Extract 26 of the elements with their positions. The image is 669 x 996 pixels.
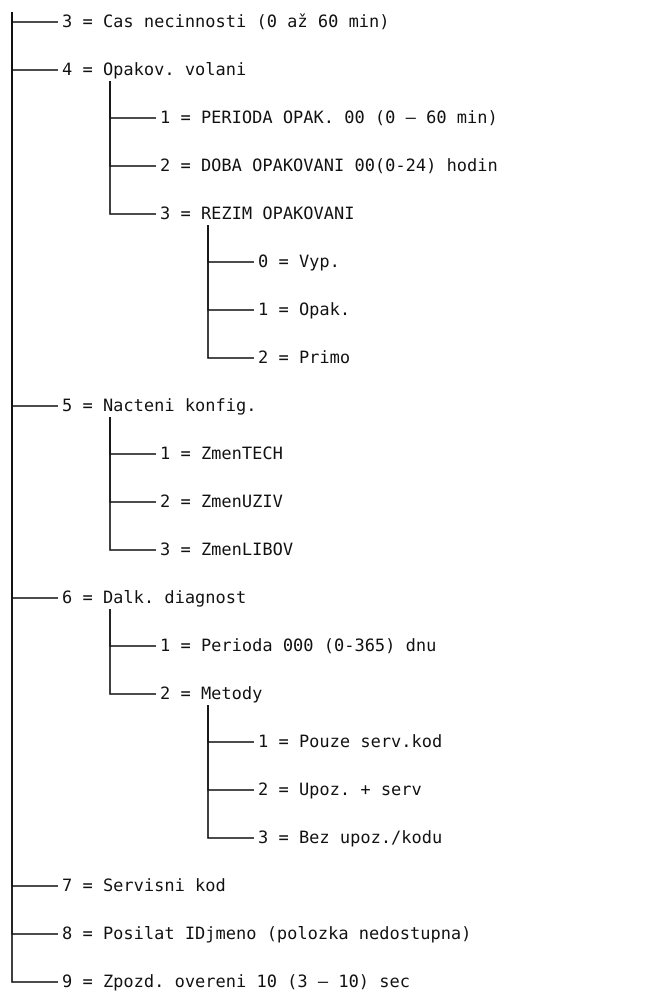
menu-item: 4 = Opakov. volani bbox=[58, 59, 246, 81]
menu-item: 3 = Cas necinnosti (0 až 60 min) bbox=[58, 11, 390, 33]
menu-item: 8 = Posilat IDjmeno (polozka nedostupna) bbox=[58, 923, 472, 945]
menu-item: 2 = Upoz. + serv bbox=[254, 779, 422, 801]
menu-item: 6 = Dalk. diagnost bbox=[58, 587, 246, 609]
menu-item: 2 = ZmenUZIV bbox=[156, 491, 283, 513]
menu-item: 3 = Bez upoz./kodu bbox=[254, 827, 442, 849]
menu-item: 1 = Opak. bbox=[254, 299, 350, 321]
menu-item: 9 = Zpozd. overeni 10 (3 – 10) sec bbox=[58, 971, 410, 993]
menu-item: 1 = Perioda 000 (0-365) dnu bbox=[156, 635, 436, 657]
menu-item: 2 = DOBA OPAKOVANI 00(0-24) hodin bbox=[156, 155, 498, 177]
menu-item: 2 = Primo bbox=[254, 347, 350, 369]
menu-item: 0 = Vyp. bbox=[254, 251, 340, 273]
tree-connector bbox=[207, 705, 254, 839]
menu-item: 5 = Nacteni konfig. bbox=[58, 395, 256, 417]
menu-item: 3 = ZmenLIBOV bbox=[156, 539, 294, 561]
menu-item: 1 = Pouze serv.kod bbox=[254, 731, 442, 753]
tree-connector bbox=[207, 225, 254, 359]
tree-connector bbox=[109, 81, 156, 215]
menu-item: 7 = Servisni kod bbox=[58, 875, 226, 897]
tree-connector bbox=[109, 609, 156, 695]
menu-item: 1 = PERIODA OPAK. 00 (0 – 60 min) bbox=[156, 107, 498, 129]
menu-item: 1 = ZmenTECH bbox=[156, 443, 283, 465]
menu-item: 3 = REZIM OPAKOVANI bbox=[156, 203, 354, 225]
menu-item: 2 = Metody bbox=[156, 683, 262, 705]
tree-connector bbox=[109, 417, 156, 551]
